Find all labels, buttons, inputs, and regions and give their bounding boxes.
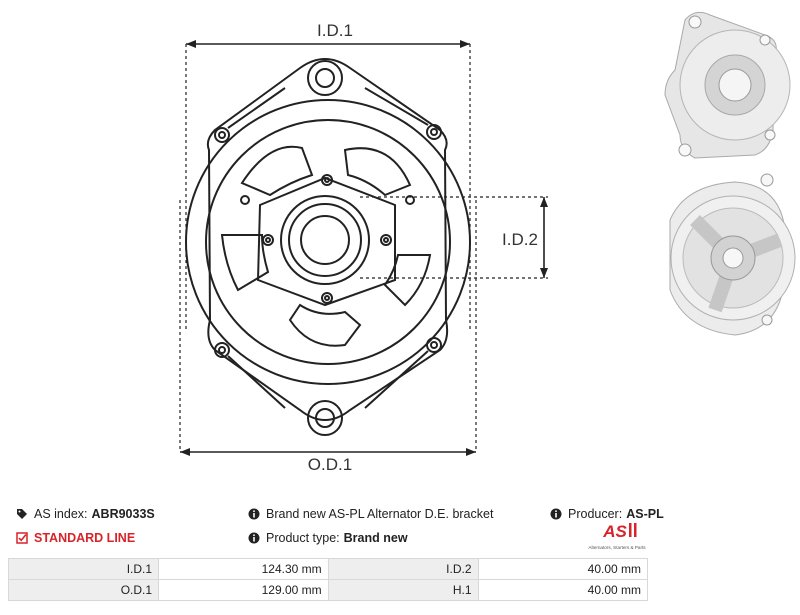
info-icon: [248, 508, 260, 520]
table-row: I.D.1 124.30 mm I.D.2 40.00 mm: [7, 558, 649, 580]
spec-value: 124.30 mm: [158, 558, 329, 580]
spec-value: 40.00 mm: [477, 558, 649, 580]
as-index-value: ABR9033S: [91, 507, 155, 521]
id1-label: I.D.1: [317, 21, 353, 40]
producer-value: AS-PL: [626, 507, 664, 521]
product-type-value: Brand new: [343, 531, 408, 545]
standard-line-label: STANDARD LINE: [34, 531, 136, 545]
product-photo-front: [664, 11, 791, 159]
logo-tagline: Alternators, Starters & Parts: [588, 545, 646, 550]
technical-drawing: I.D.1 O.D.1 I.D.2: [179, 21, 548, 474]
as-index-label: AS index:: [34, 507, 88, 521]
od1-label: O.D.1: [308, 455, 352, 474]
table-row: O.D.1 129.00 mm H.1 40.00 mm: [7, 579, 649, 601]
producer-row: Producer: AS-PL: [550, 507, 664, 521]
description-row: Brand new AS-PL Alternator D.E. bracket: [248, 507, 493, 521]
spec-key: I.D.2: [327, 558, 479, 580]
spec-key: O.D.1: [7, 579, 160, 601]
product-photo-back: [669, 173, 796, 336]
info-icon: [248, 532, 260, 544]
info-icon: [550, 508, 562, 520]
bracket-outline: [185, 58, 471, 436]
product-type-row: Product type: Brand new: [248, 531, 408, 545]
specs-table: I.D.1 124.30 mm I.D.2 40.00 mm O.D.1 129…: [7, 558, 649, 601]
standard-line-row: STANDARD LINE: [16, 531, 135, 545]
as-pl-logo: AS Alternators, Starters & Parts: [588, 522, 646, 550]
spec-value: 40.00 mm: [477, 579, 649, 601]
producer-label: Producer:: [568, 507, 623, 521]
spec-key: H.1: [327, 579, 479, 601]
description-text: Brand new AS-PL Alternator D.E. bracket: [266, 507, 494, 521]
tag-icon: [17, 509, 27, 519]
spec-value: 129.00 mm: [158, 579, 329, 601]
logo-mark: AS: [602, 522, 627, 541]
spec-key: I.D.1: [7, 558, 160, 580]
as-index-row: AS index: ABR9033S: [16, 507, 155, 521]
product-type-label: Product type:: [266, 531, 340, 545]
id2-label: I.D.2: [502, 230, 538, 249]
checkbox-checked-icon: [16, 532, 28, 544]
